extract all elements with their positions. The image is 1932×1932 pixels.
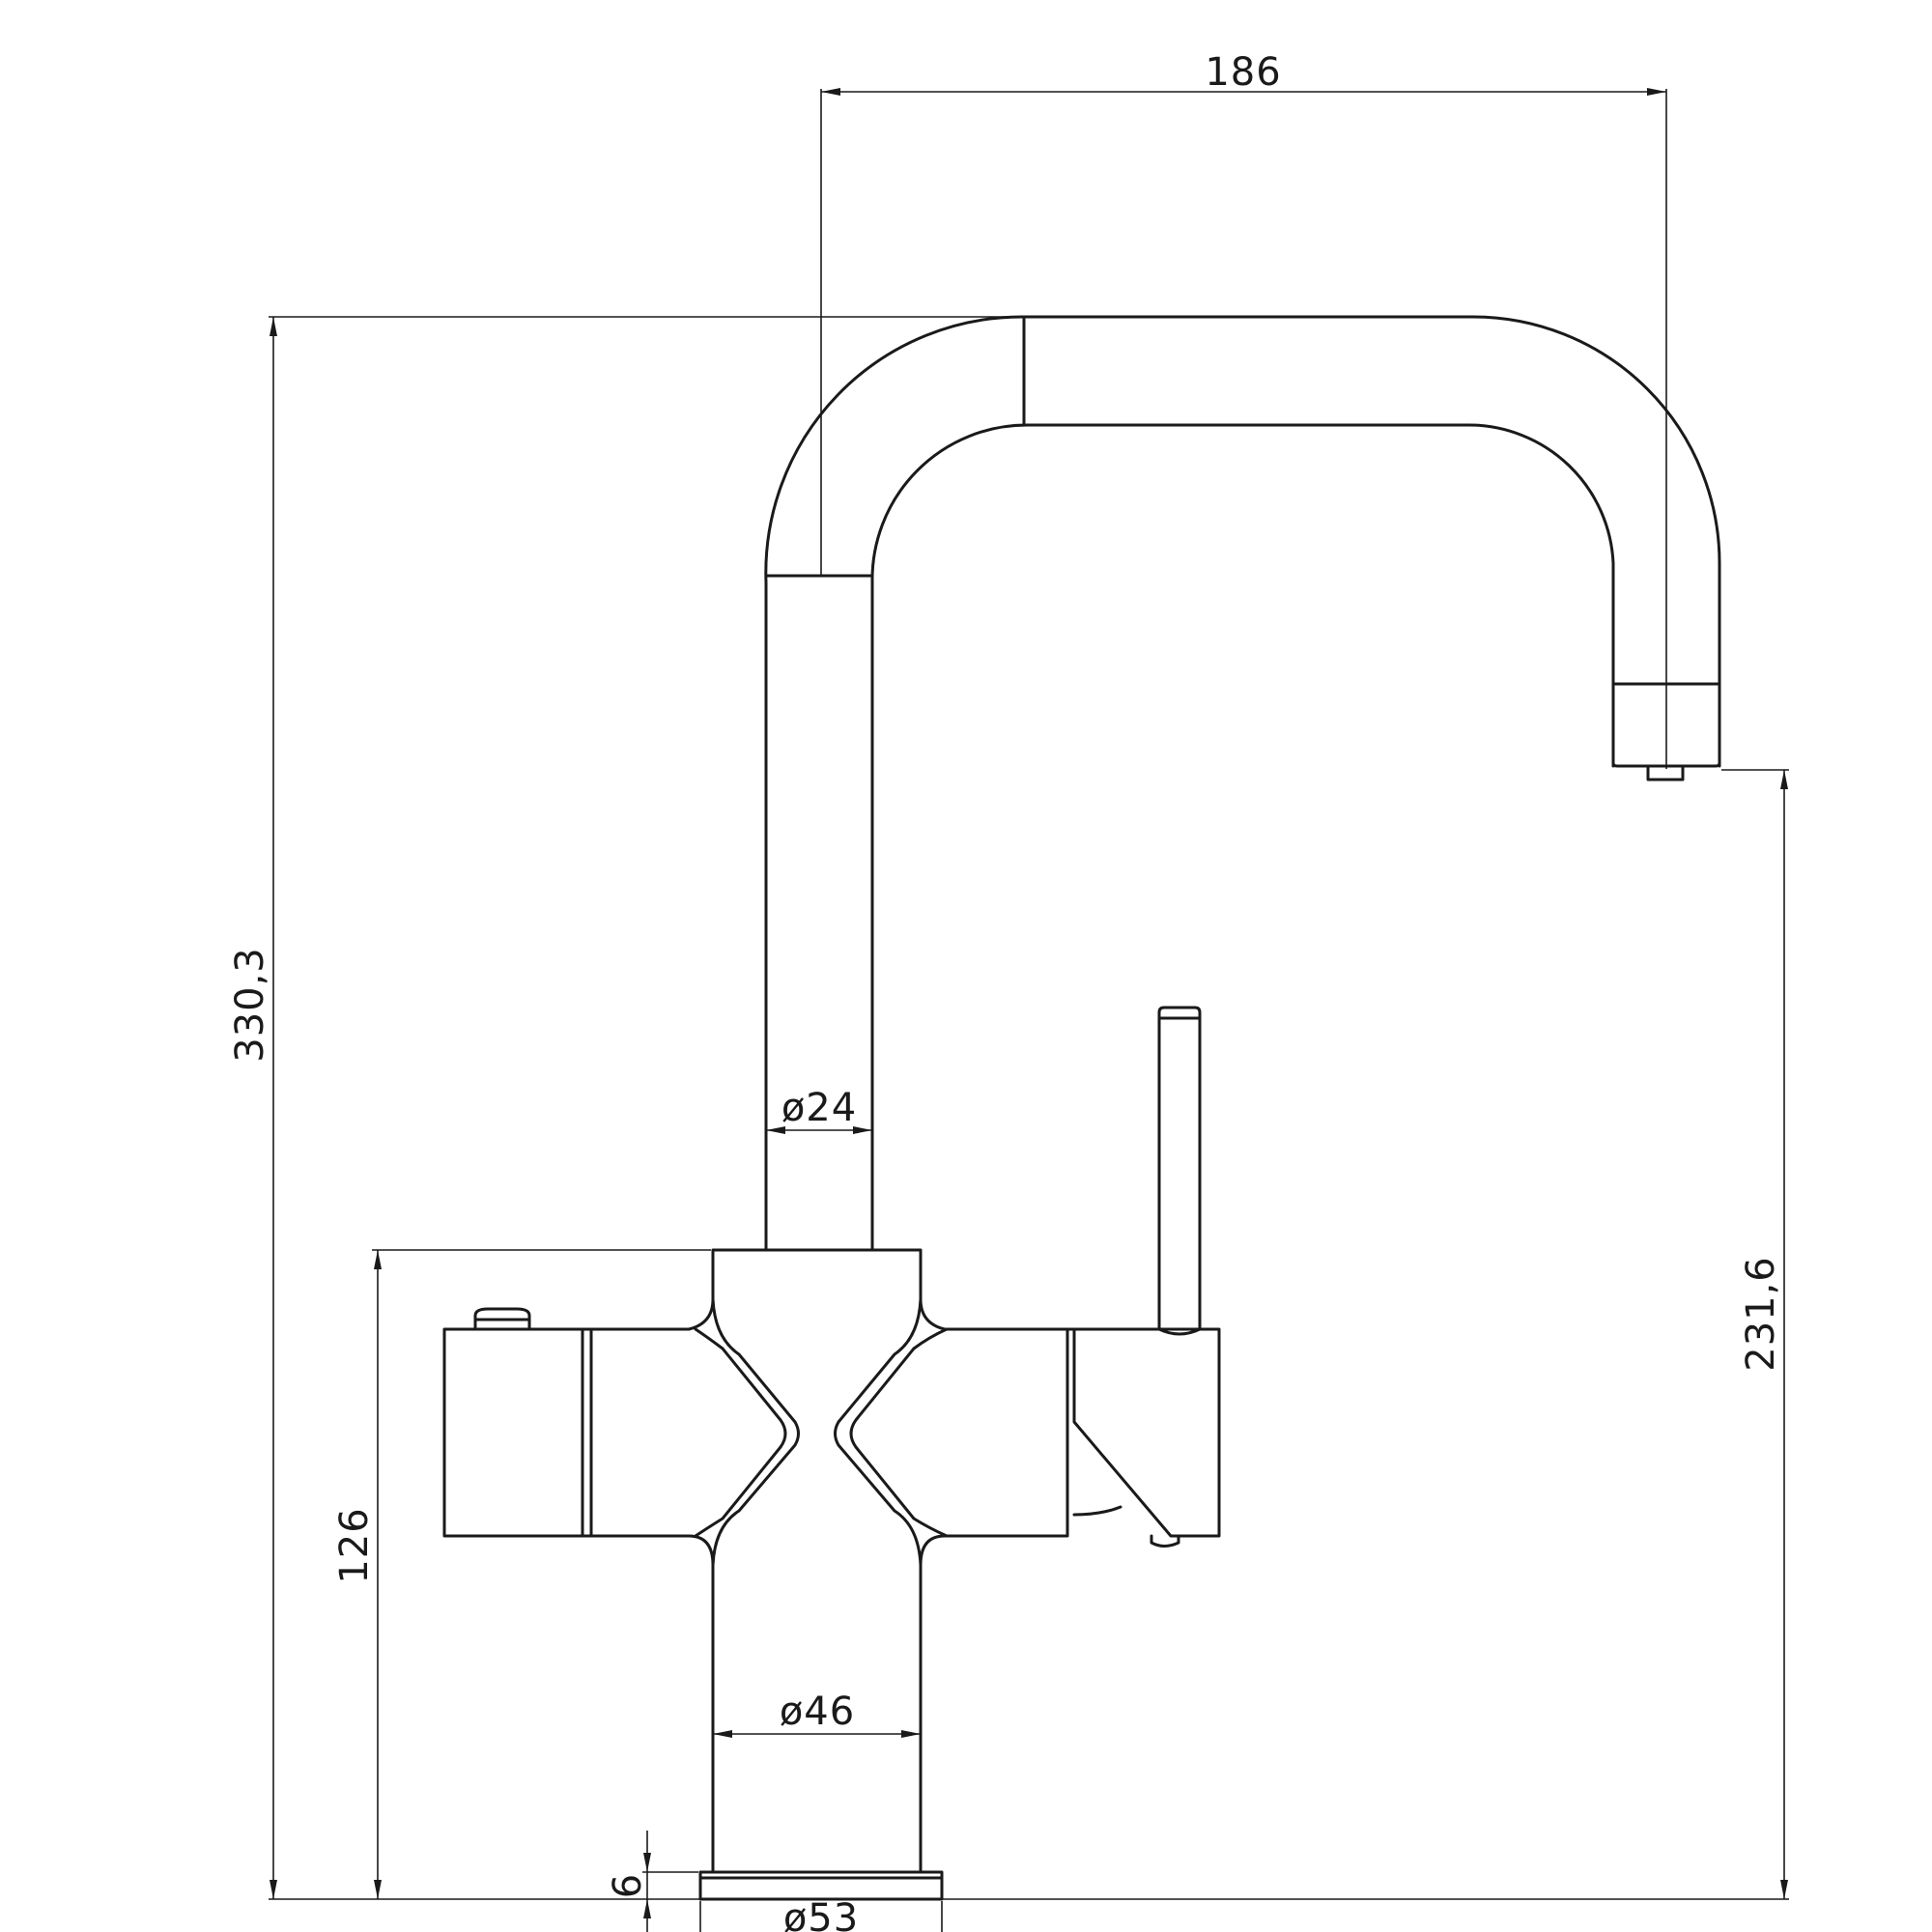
aerator bbox=[1611, 682, 1721, 768]
aerator-outlet bbox=[1646, 764, 1685, 781]
spout-inner-contour bbox=[870, 423, 1615, 1252]
dim-reach-label: 186 bbox=[1205, 50, 1281, 95]
dim-base-thickness-label: 6 bbox=[606, 1873, 650, 1898]
faucet-outline bbox=[442, 315, 1721, 1901]
spout-outer-contour bbox=[764, 315, 1721, 1252]
dim-body-diameter-label: ø46 bbox=[780, 1690, 855, 1734]
left-top-knob bbox=[473, 1307, 531, 1331]
lever-handle bbox=[1157, 1006, 1202, 1331]
lever-handle-base bbox=[1157, 1327, 1202, 1336]
dimension-labels: 186 330,3 231,6 126 ø24 ø46 ø53 6 bbox=[228, 50, 1783, 1932]
dim-spout-diameter-label: ø24 bbox=[781, 1086, 857, 1130]
dimension-lines bbox=[269, 88, 1789, 1932]
right-cartridge-housing bbox=[919, 1327, 1069, 1567]
body-central-column bbox=[590, 1248, 1069, 1874]
lever-housing bbox=[1072, 1327, 1221, 1538]
lever-bottom-cap bbox=[1150, 1534, 1180, 1548]
dim-outlet-height-label: 231,6 bbox=[1739, 1256, 1783, 1372]
base-plate bbox=[698, 1870, 944, 1901]
body-facet-left bbox=[694, 1327, 787, 1538]
dim-body-height-label: 126 bbox=[332, 1507, 377, 1583]
lever-pivot bbox=[1072, 1505, 1122, 1517]
dim-total-height-label: 330,3 bbox=[228, 947, 272, 1063]
body-facet-right bbox=[849, 1327, 949, 1538]
dim-base-diameter-label: ø53 bbox=[783, 1896, 859, 1932]
left-cartridge-housing bbox=[442, 1327, 715, 1567]
